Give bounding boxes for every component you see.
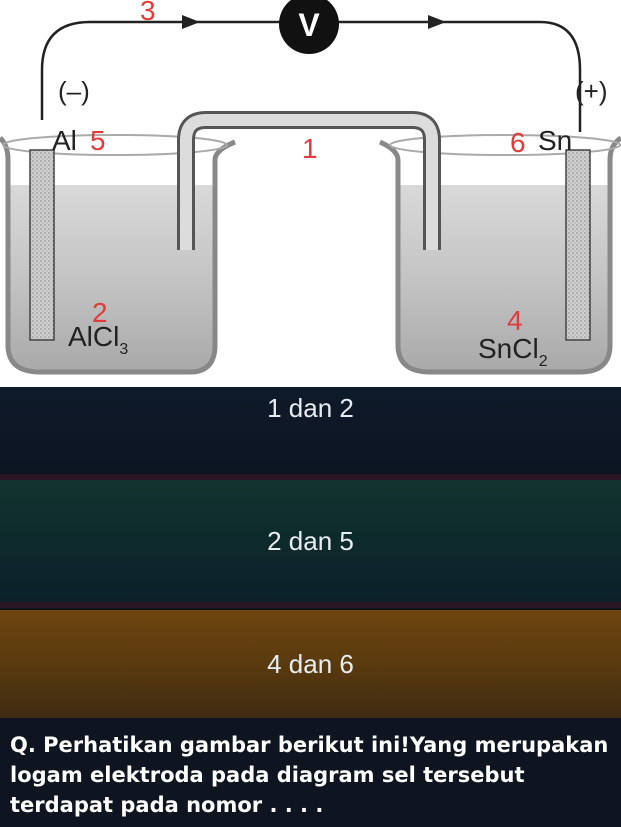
number-5: 5 (90, 125, 106, 156)
al-label: Al (52, 125, 77, 156)
voltmeter-label: V (298, 7, 320, 43)
number-6: 6 (510, 127, 526, 158)
left-beaker (0, 136, 236, 375)
sn-label: Sn (538, 125, 572, 156)
alcl3-label: AlCl3 (68, 321, 128, 358)
option-label: 2 dan 5 (267, 525, 354, 556)
cell-svg: V (–) (+) Al 5 Sn 6 1 3 2 4 AlCl3 SnCl2 (0, 0, 621, 375)
option-1[interactable]: 1 dan 2 (0, 387, 621, 475)
option-label: 4 dan 6 (267, 648, 354, 679)
option-3[interactable]: 4 dan 6 (0, 610, 621, 718)
right-beaker (378, 135, 621, 375)
sncl2-label: SnCl2 (478, 333, 548, 370)
wire (40, 20, 280, 120)
electrochemical-cell-diagram: V (–) (+) Al 5 Sn 6 1 3 2 4 AlCl3 SnCl2 (0, 0, 621, 387)
negative-label: (–) (58, 76, 90, 106)
option-label: 1 dan 2 (267, 393, 354, 423)
positive-label: (+) (575, 76, 608, 106)
arrow-icon (428, 15, 446, 29)
number-2: 2 (92, 297, 108, 328)
number-1: 1 (302, 133, 318, 164)
divider (0, 474, 621, 480)
question-text: Q. Perhatikan gambar berikut ini!Yang me… (10, 733, 609, 817)
sn-electrode (565, 149, 591, 341)
wire (338, 20, 582, 132)
option-2[interactable]: 2 dan 5 (0, 480, 621, 602)
al-electrode (29, 149, 55, 341)
voltmeter-icon: V (279, 0, 339, 54)
right-beaker-liquid (398, 185, 610, 372)
left-beaker-liquid (8, 185, 215, 372)
arrow-icon (182, 15, 200, 29)
divider (0, 602, 621, 608)
number-4: 4 (507, 305, 523, 336)
number-3: 3 (140, 0, 156, 26)
